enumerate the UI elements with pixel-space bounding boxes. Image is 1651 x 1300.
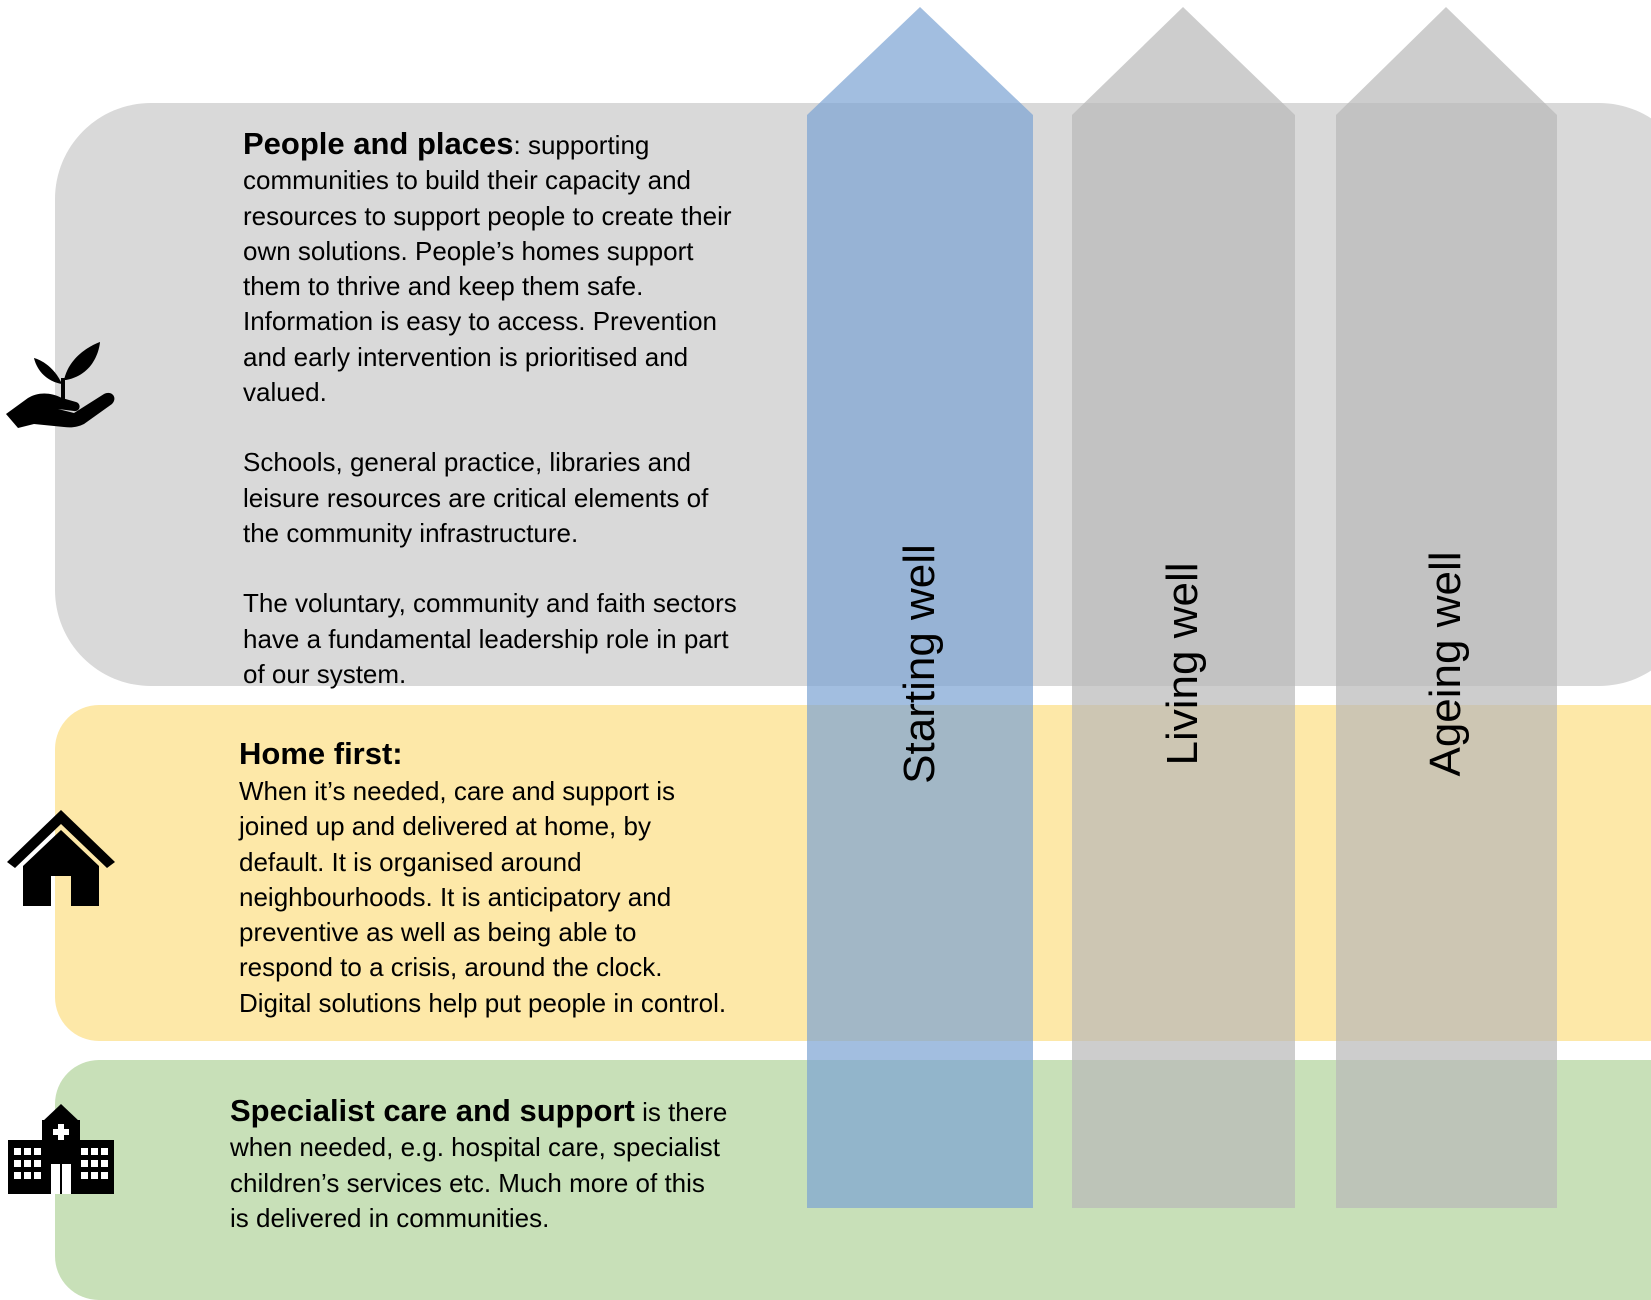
starting-well-label: Starting well bbox=[895, 544, 944, 784]
arrows-layer bbox=[807, 7, 1557, 1208]
specialist-care-text: Specialist care and support is there whe… bbox=[230, 1093, 770, 1236]
people-and-places-para3: The voluntary, community and faith secto… bbox=[243, 588, 737, 689]
people-and-places-para2: Schools, general practice, libraries and… bbox=[243, 447, 709, 548]
home-first-heading: Home first: bbox=[239, 736, 403, 771]
specialist-care-lead: is there bbox=[634, 1097, 728, 1127]
ageing-well-label: Ageing well bbox=[1421, 551, 1470, 777]
specialist-care-body: when needed, e.g. hospital care, special… bbox=[230, 1132, 720, 1233]
living-well-label: Living well bbox=[1158, 562, 1207, 766]
people-and-places-lead: : supporting communities to build their … bbox=[243, 130, 732, 408]
home-first-text: Home first: When it’s needed, care and s… bbox=[239, 734, 779, 1021]
starting-well-arrow bbox=[807, 7, 1033, 1208]
hospital-icon bbox=[8, 1104, 114, 1194]
specialist-care-heading: Specialist care and support bbox=[230, 1093, 635, 1128]
ageing-well-arrow bbox=[1336, 7, 1557, 1208]
people-and-places-text: People and places: supporting communitie… bbox=[243, 126, 783, 692]
living-well-arrow bbox=[1072, 7, 1295, 1208]
house-icon bbox=[7, 810, 115, 906]
people-and-places-heading: People and places bbox=[243, 126, 514, 161]
hand-plant-icon bbox=[6, 342, 115, 428]
home-first-body: When it’s needed, care and support is jo… bbox=[239, 776, 727, 1018]
